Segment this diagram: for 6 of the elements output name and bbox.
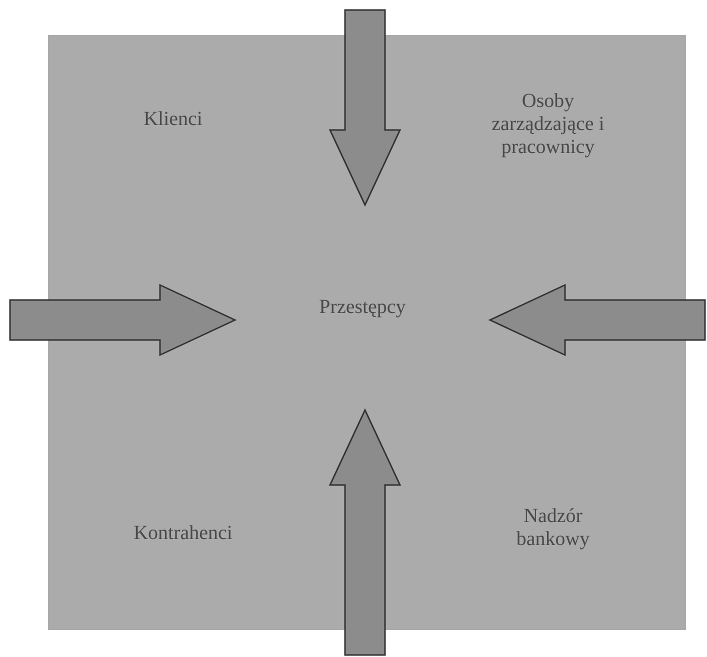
square-background [48, 35, 686, 630]
text-label: Osoby zarządzające i pracownicy [490, 90, 606, 159]
text-label: Nadzór bankowy [515, 505, 591, 551]
center-label: Przestępcy [235, 205, 490, 410]
text-label: Kontrahenci [132, 522, 234, 545]
text-label: Klienci [142, 108, 204, 131]
